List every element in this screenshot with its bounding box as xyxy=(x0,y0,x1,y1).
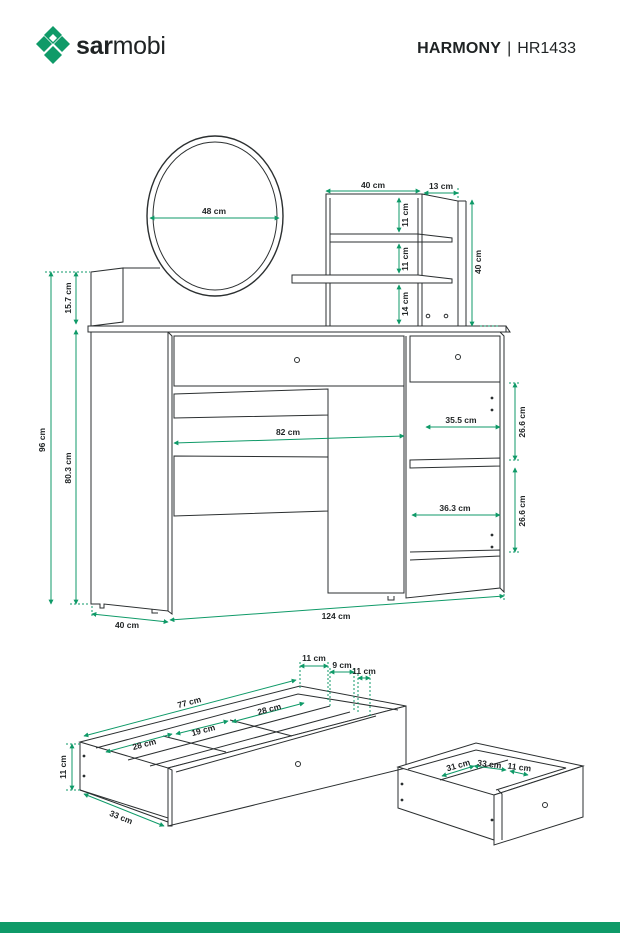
brand-name-bold: sar xyxy=(76,31,113,60)
product-name: HARMONY xyxy=(417,40,502,57)
shelf-unit xyxy=(291,193,467,328)
large-drawer-drawing xyxy=(78,685,407,827)
small-drawer-dimensions xyxy=(441,764,529,778)
back-panel xyxy=(90,267,160,327)
compartment-width-upper-label: 35.5 cm xyxy=(445,415,477,425)
desk-dimensions xyxy=(45,188,520,625)
product-title: HARMONY | HR1433 xyxy=(417,40,576,58)
product-code: HR1433 xyxy=(517,40,576,57)
compartment-height-upper-label: 26.6 cm xyxy=(517,406,527,438)
large-drawer-gap-c-label: 11 cm xyxy=(352,666,376,676)
large-drawer-gap-a-label: 11 cm xyxy=(302,653,326,663)
shelf-depth-label: 13 cm xyxy=(429,181,454,191)
large-drawer-height-label: 11 cm xyxy=(58,755,68,779)
small-drawer-dimension-labels: 31 cm 33 cm 11 cm xyxy=(445,757,532,774)
shelf-gap-top-label: 11 cm xyxy=(400,203,410,227)
round-mirror xyxy=(146,135,284,297)
shelf-gap-bottom-label: 14 cm xyxy=(400,292,410,317)
compartment-width-lower-label: 36.3 cm xyxy=(439,503,471,513)
large-drawer-dimensions xyxy=(66,662,371,827)
desk-drawing xyxy=(87,135,511,615)
desk-height-label: 80.3 cm xyxy=(63,452,73,484)
header: sarmobi HARMONY | HR1433 xyxy=(0,0,620,80)
shelf-gap-middle-label: 11 cm xyxy=(400,247,410,271)
total-height-label: 96 cm xyxy=(37,428,47,453)
back-panel-height-label: 15.7 cm xyxy=(63,282,73,314)
desk-dimension-labels: 48 cm 40 cm 13 cm 40 cm 11 cm 11 cm 14 c… xyxy=(37,180,527,630)
brand-logo: sarmobi xyxy=(36,26,166,66)
compartment-height-lower-label: 26.6 cm xyxy=(517,495,527,527)
footer-bar xyxy=(0,922,620,933)
small-drawer-height-label: 11 cm xyxy=(507,761,532,774)
shelf-width-label: 40 cm xyxy=(361,180,386,190)
large-drawer-gap-b-label: 9 cm xyxy=(332,660,352,670)
desk-width-label: 124 cm xyxy=(322,611,351,621)
desk-body xyxy=(90,331,505,615)
brand-name: sarmobi xyxy=(76,32,166,61)
product-separator: | xyxy=(507,40,512,57)
desk-depth-label: 40 cm xyxy=(115,620,140,630)
sarmobi-diamond-logo-icon xyxy=(36,26,70,64)
mirror-diameter-label: 48 cm xyxy=(202,206,227,216)
small-drawer-depth-label: 33 cm xyxy=(477,758,503,771)
shelf-height-label: 40 cm xyxy=(473,250,483,275)
inner-width-label: 82 cm xyxy=(276,427,301,437)
large-drawer-depth-label: 33 cm xyxy=(108,808,135,826)
brand-name-regular: mobi xyxy=(112,31,166,60)
